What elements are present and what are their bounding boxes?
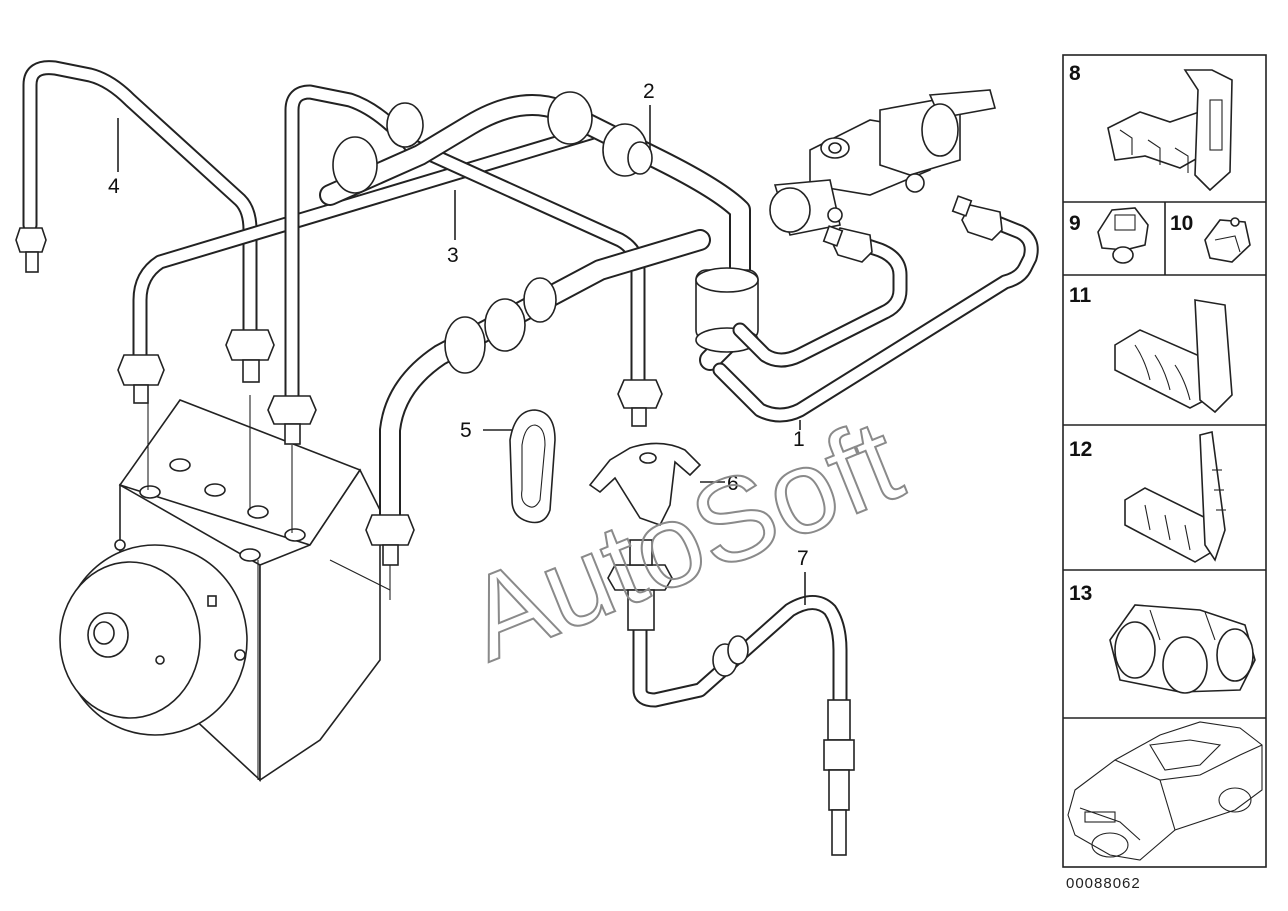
panel-label-9: 9: [1069, 212, 1081, 235]
callout-5: 5: [460, 419, 472, 442]
brake-pipe-1: [712, 195, 1039, 423]
main-illustration: 4 3 2 1 5 6 7 AutoSoft: [15, 60, 1039, 856]
panel-label-8: 8: [1069, 62, 1081, 85]
distributor: [769, 89, 997, 236]
clip-13: [1109, 604, 1256, 694]
brake-pipe-4: [15, 60, 608, 404]
vehicle-locator-illustration: [1067, 721, 1263, 861]
clip-10: [1204, 217, 1251, 263]
grommet-5: [509, 409, 556, 524]
clip-11: [1114, 299, 1233, 414]
clip-9: [1097, 207, 1149, 264]
panel-label-12: 12: [1069, 438, 1092, 461]
lower-pipe: [365, 229, 711, 566]
callout-6: 6: [727, 472, 739, 495]
brake-hose-7: [607, 539, 855, 856]
leader-lines: [117, 105, 806, 605]
clip-12: [1124, 431, 1226, 563]
bracket-6: [588, 442, 702, 526]
callout-4: 4: [108, 175, 120, 198]
hydraulic-unit: [59, 395, 391, 782]
brake-pipe-2: [319, 91, 759, 371]
reference-number: 00088062: [1066, 875, 1141, 892]
callout-3: 3: [447, 244, 459, 267]
clip-8: [1107, 69, 1233, 192]
parts-panel: 8 9 10 11 12 13: [1062, 54, 1267, 868]
panel-label-11: 11: [1069, 284, 1092, 307]
callout-2: 2: [643, 80, 655, 103]
panel-label-13: 13: [1069, 582, 1092, 605]
callout-1: 1: [793, 428, 805, 451]
callout-7: 7: [797, 547, 809, 570]
panel-label-10: 10: [1170, 212, 1193, 235]
